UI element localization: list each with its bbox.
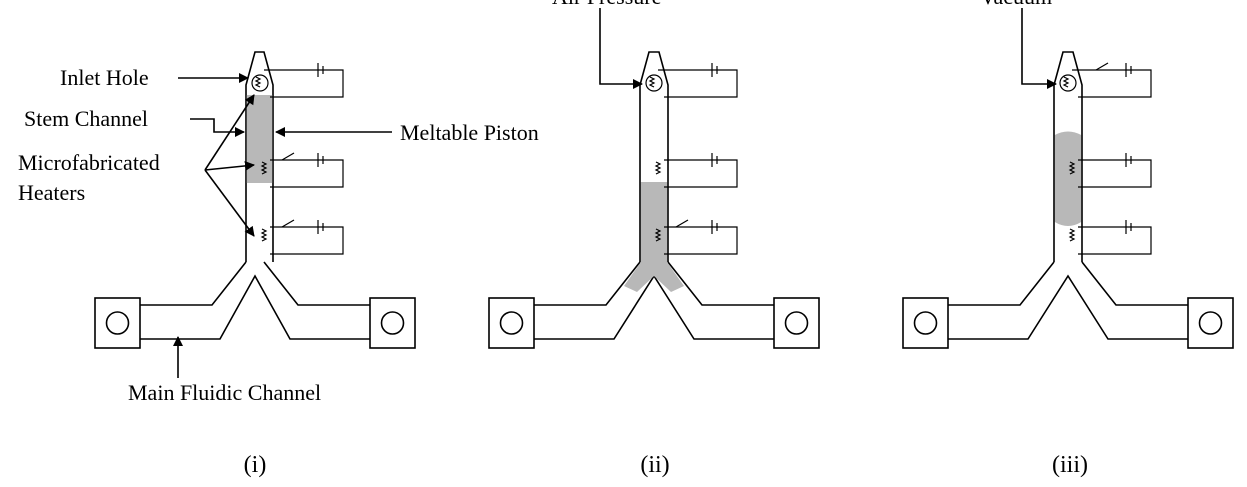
right-port	[784, 311, 809, 335]
right-port	[380, 311, 405, 335]
main-fluidic-channel	[902, 261, 1234, 349]
meltable-piston-label: Meltable Piston	[400, 120, 539, 145]
left-port	[105, 311, 130, 335]
inlet-hole	[645, 74, 663, 92]
left-reservoir	[902, 297, 949, 349]
panel-iii: Vacuum (iii)	[902, 0, 1234, 478]
stem-channel	[1053, 51, 1083, 262]
heaters-label-line1: Microfabricated	[18, 150, 160, 175]
heater-circuits	[1068, 62, 1152, 255]
left-port	[499, 311, 524, 335]
stem-channel	[639, 51, 669, 262]
caption-ii: (ii)	[640, 452, 669, 478]
inlet-hole	[251, 74, 269, 92]
caption-iii: (iii)	[1052, 452, 1088, 478]
right-reservoir	[1187, 297, 1234, 349]
air-pressure-label: Air Pressure	[552, 0, 661, 9]
right-reservoir	[369, 297, 416, 349]
displaced-piston	[624, 262, 684, 292]
left-reservoir	[94, 297, 141, 349]
meltable-piston	[246, 95, 273, 183]
panel-ii: Air Pressure (ii)	[488, 0, 820, 478]
air-pressure-arrow	[599, 8, 643, 89]
heater-circuits	[260, 63, 344, 255]
heater-circuits	[654, 63, 738, 255]
meltable-piston	[1054, 131, 1082, 226]
inlet-hole	[1059, 74, 1077, 92]
main-fluidic-channel	[94, 261, 416, 349]
left-reservoir	[488, 297, 535, 349]
main-channel-label: Main Fluidic Channel	[128, 380, 321, 405]
heater-arrow-bottom	[204, 169, 255, 237]
heaters-label-line2: Heaters	[18, 180, 85, 205]
stem-channel-arrow	[190, 118, 245, 137]
stem-channel-label: Stem Channel	[24, 106, 148, 131]
panel-i: Inlet Hole Stem Channel Meltable Piston …	[18, 51, 539, 478]
right-reservoir	[773, 297, 820, 349]
inlet-hole-label: Inlet Hole	[60, 65, 149, 90]
left-port	[913, 311, 938, 335]
vacuum-arrow	[1021, 8, 1057, 89]
caption-i: (i)	[244, 452, 267, 478]
vacuum-label: Vacuum	[980, 0, 1052, 9]
right-port	[1198, 311, 1223, 335]
meltable-piston	[640, 182, 668, 262]
main-fluidic-channel	[488, 261, 820, 349]
heater-arrow-top	[204, 94, 255, 171]
heater-arrow-middle	[204, 160, 255, 171]
